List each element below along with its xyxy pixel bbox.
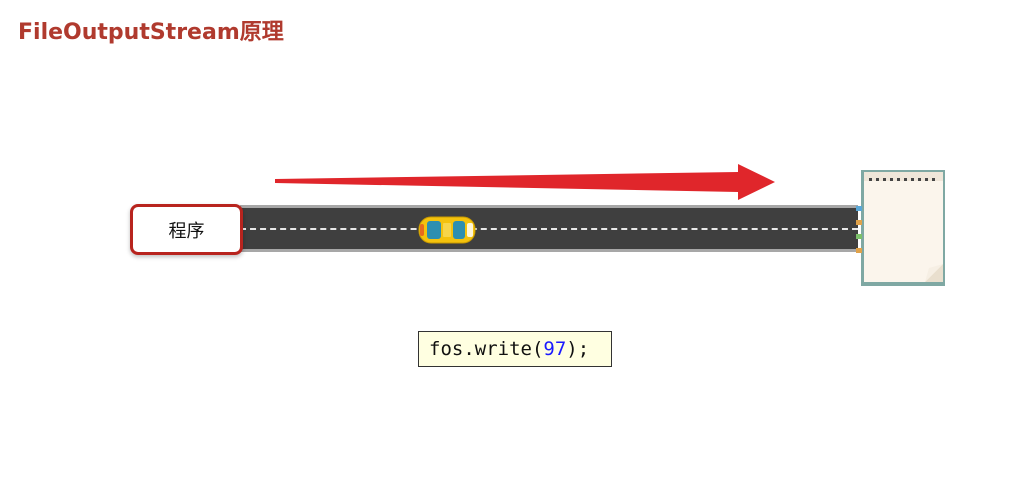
code-number: 97 — [543, 338, 567, 360]
notepad-file-icon — [856, 170, 945, 286]
right-arrow-icon — [275, 164, 775, 200]
code-prefix: fos.write( — [429, 338, 544, 360]
page-title: FileOutputStream原理 — [18, 20, 284, 45]
program-box: 程序 — [130, 204, 243, 255]
code-snippet: fos.write(97); — [418, 331, 612, 367]
road-lane-marking — [240, 227, 858, 230]
code-suffix: ); — [566, 338, 590, 360]
car-icon — [418, 216, 476, 244]
road-stream — [240, 205, 858, 252]
